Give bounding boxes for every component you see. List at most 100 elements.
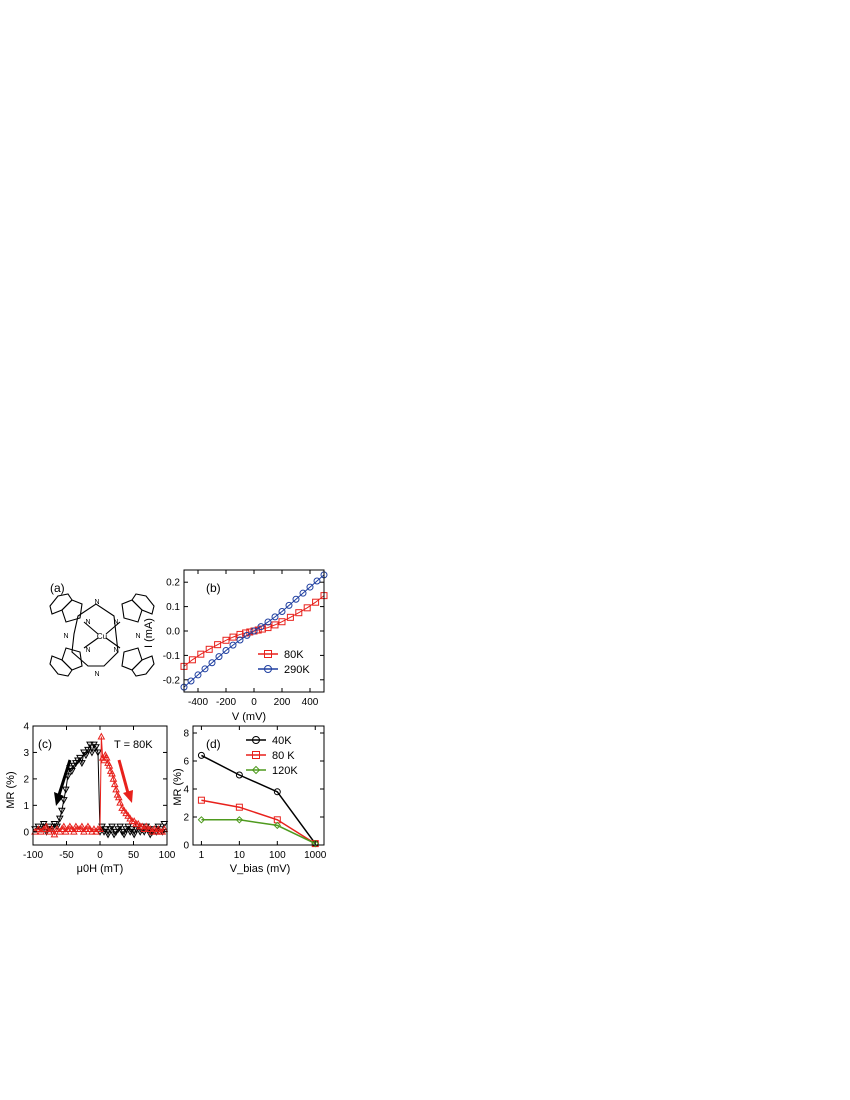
series-120k: [197, 816, 319, 848]
data-point: [235, 816, 244, 824]
data-point: [214, 641, 222, 649]
x-tick-label: 1: [199, 850, 205, 861]
data-point: [188, 656, 196, 664]
panel-a-tag: (a): [50, 581, 65, 595]
data-point: [110, 780, 119, 788]
data-point: [108, 823, 116, 831]
data-point: [299, 589, 307, 597]
temperature-annotation: T = 80K: [114, 739, 153, 751]
data-point: [229, 633, 237, 641]
series-line: [201, 754, 316, 845]
sweep-up-arrow: [117, 759, 133, 803]
data-point: [94, 749, 102, 757]
data-point: [271, 613, 279, 621]
panel-b-tag: (b): [206, 581, 221, 595]
data-point: [264, 618, 272, 626]
data-point: [128, 826, 137, 834]
x-tick-label: 200: [274, 697, 291, 708]
data-point: [50, 830, 59, 838]
legend-label: 290K: [284, 664, 310, 676]
data-point: [39, 820, 48, 828]
nitrogen-label: N: [85, 647, 90, 654]
data-point: [197, 816, 206, 824]
data-point: [61, 786, 70, 794]
data-point: [53, 823, 61, 831]
x-tick-label: 0: [97, 850, 103, 861]
data-point: [222, 636, 230, 644]
data-point: [102, 826, 110, 834]
x-tick-label: 400: [302, 697, 319, 708]
data-point: [278, 618, 286, 626]
data-point: [114, 793, 123, 801]
nitrogen-label: N: [94, 599, 99, 606]
data-point: [201, 665, 209, 673]
data-point: [271, 621, 279, 629]
data-point: [57, 807, 66, 815]
x-tick-label: -200: [216, 697, 236, 708]
data-point: [285, 601, 293, 609]
data-point: [250, 627, 258, 635]
y-tick-label: 8: [183, 729, 189, 740]
data-point: [86, 741, 94, 749]
x-tick-label: 10: [234, 850, 246, 861]
phthalocyanine-molecule-diagram: [49, 593, 155, 677]
y-tick-label: 0.2: [166, 578, 180, 589]
series-1: [31, 732, 169, 838]
x-tick-label: 50: [128, 850, 140, 861]
legend-label: 40K: [272, 735, 292, 747]
data-point: [76, 754, 84, 762]
x-tick-label: -400: [188, 697, 208, 708]
data-point: [286, 613, 294, 621]
data-point: [96, 825, 104, 833]
y-tick-label: -0.2: [163, 675, 181, 686]
central-atom-label: Cu: [97, 632, 107, 641]
panel-d-tag: (d): [206, 737, 221, 751]
x-tick-label: 100: [269, 850, 286, 861]
y-tick-label: 0.1: [166, 602, 180, 613]
y-tick-label: 6: [183, 757, 189, 768]
data-point: [194, 671, 202, 679]
y-axis-label: MR (%): [5, 771, 17, 808]
legend-marker: [252, 751, 260, 759]
y-tick-label: 4: [23, 722, 29, 733]
data-point: [42, 822, 51, 830]
data-point: [257, 623, 265, 631]
data-point: [92, 744, 100, 752]
x-tick-label: 100: [159, 850, 176, 861]
data-point: [78, 760, 86, 768]
data-point: [197, 650, 205, 658]
data-point: [215, 653, 223, 661]
data-point: [55, 815, 64, 823]
data-point: [59, 797, 68, 805]
series-290k: [180, 571, 328, 691]
data-point: [236, 636, 244, 644]
data-point: [34, 825, 43, 833]
x-tick-label: 1000: [304, 850, 327, 861]
data-point: [97, 732, 106, 740]
data-point: [197, 796, 205, 804]
nitrogen-label: N: [94, 671, 99, 678]
data-point: [47, 825, 56, 833]
data-point: [311, 839, 319, 848]
data-point: [292, 595, 300, 603]
y-tick-label: 4: [183, 785, 189, 796]
legend-marker: [264, 650, 272, 658]
y-tick-label: 1: [23, 801, 29, 812]
x-axis-label: V (mV): [232, 711, 266, 723]
data-point: [273, 821, 282, 830]
nitrogen-label: N: [113, 619, 118, 626]
x-axis-label: V_bias (mV): [230, 863, 291, 875]
legend-label: 80 K: [272, 750, 295, 762]
data-point: [313, 577, 321, 585]
data-point: [108, 769, 116, 777]
data-point: [205, 645, 213, 653]
data-point: [235, 803, 243, 811]
y-axis-label: MR (%): [172, 768, 184, 805]
x-tick-label: -50: [59, 850, 74, 861]
legend-marker: [252, 736, 260, 744]
legend-label: 120K: [272, 765, 298, 777]
data-point: [53, 825, 61, 833]
